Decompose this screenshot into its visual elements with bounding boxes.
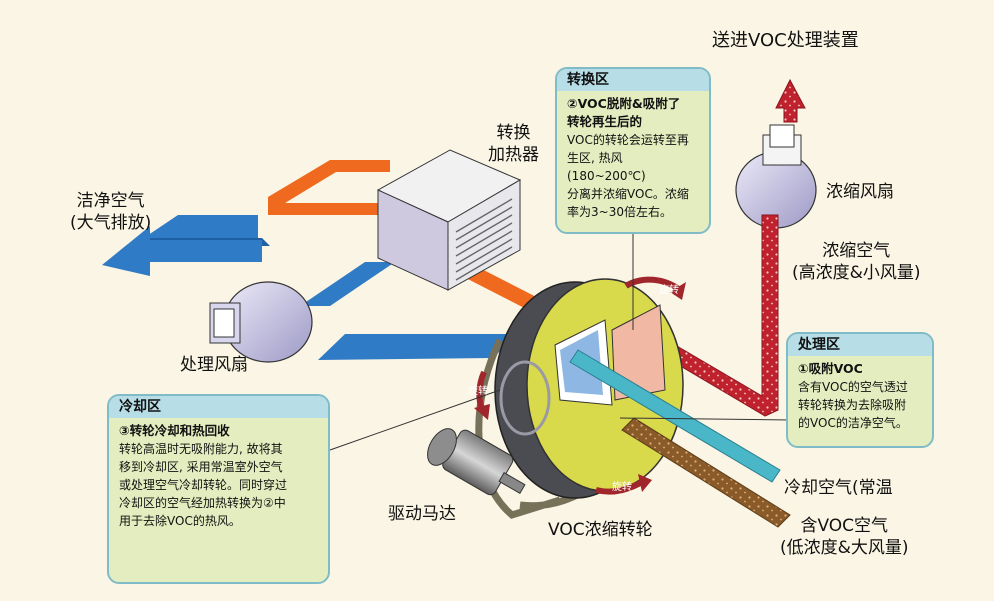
process-fan <box>209 281 313 363</box>
desorption-zone-subtitle-1: ②VOC脱附&吸附了 <box>567 96 681 111</box>
process-zone-box: 处理区 ①吸附VOC 含有VOC的空气透过 转轮转换为去除吸附 的VOC的洁净空… <box>786 332 934 448</box>
label-voc-air: 含VOC空气 (低浓度&大风量) <box>780 516 909 558</box>
desorption-zone-body-4: 率为3~30倍左右。 <box>567 205 672 219</box>
desorption-zone-subtitle-2: 转轮再生后的 <box>567 114 643 129</box>
cooling-zone-body-2: 移到冷却区, 采用常温室外空气 <box>119 460 283 474</box>
desorption-zone-body-1: VOC的转轮会运转至再 <box>567 133 689 147</box>
label-concentration-fan: 浓缩风扇 <box>826 182 894 202</box>
label-send-to-voc: 送进VOC处理装置 <box>712 30 859 51</box>
label-clean-air: 洁净空气 (大气排放) <box>70 191 152 233</box>
process-zone-body-1: 含有VOC的空气透过 <box>798 380 908 394</box>
voc-air-duct <box>621 417 791 528</box>
heater-box <box>376 149 522 291</box>
process-zone-body-3: 的VOC的洁净空气。 <box>798 416 908 430</box>
cooling-air-duct <box>569 349 781 483</box>
desorption-zone-box: 转换区 ②VOC脱附&吸附了 转轮再生后的 VOC的转轮会运转至再 生区, 热风… <box>555 67 711 234</box>
cooling-zone-body-1: 转轮高温时无吸附能力, 故将其 <box>119 442 283 456</box>
leader-lines <box>329 232 791 451</box>
desorption-zone-title: 转换区 <box>557 69 709 91</box>
concentration-fan <box>735 124 817 229</box>
rotation-arrows <box>474 276 686 495</box>
cooling-zone-box: 冷却区 ③转轮冷却和热回收 转轮高温时无吸附能力, 故将其 移到冷却区, 采用常… <box>107 394 330 584</box>
cooling-zone-body-5: 用于去除VOC的热风。 <box>119 514 241 528</box>
desorption-zone-body-3: 分离并浓缩VOC。浓缩 <box>567 187 689 201</box>
voc-rotor <box>494 278 684 499</box>
drive-motor <box>427 428 526 496</box>
label-cooling-air: 冷却空气(常温 <box>784 478 893 498</box>
rotate-mark-bottom: 旋转 <box>612 482 632 493</box>
label-drive-motor: 驱动马达 <box>388 504 456 524</box>
cooling-zone-title: 冷却区 <box>109 396 328 418</box>
process-zone-title: 处理区 <box>788 334 932 356</box>
label-process-fan: 处理风扇 <box>180 355 248 375</box>
cooling-zone-body-3: 或处理空气冷却转轮。同时穿过 <box>119 478 288 492</box>
cooling-zone-body-4: 冷却区的空气经加热转换为②中 <box>119 496 286 510</box>
process-zone-body-2: 转轮转换为去除吸附 <box>798 398 907 412</box>
cooling-zone-subtitle: ③转轮冷却和热回收 <box>119 423 230 438</box>
rotate-mark-top: 旋转 <box>659 285 679 296</box>
desorption-zone-body-2: 生区, 热风 (180~200℃) <box>567 151 646 183</box>
clean-air-arrow <box>102 226 262 276</box>
label-concentrated-air: 浓缩空气 (高浓度&小风量) <box>792 241 921 283</box>
label-heater: 转换 加热器 <box>488 123 539 165</box>
rotate-mark-left: 旋转 <box>468 386 488 397</box>
process-zone-subtitle: ①吸附VOC <box>798 361 863 376</box>
concentrated-air-duct <box>627 78 806 417</box>
label-rotor: VOC浓缩转轮 <box>548 520 653 540</box>
